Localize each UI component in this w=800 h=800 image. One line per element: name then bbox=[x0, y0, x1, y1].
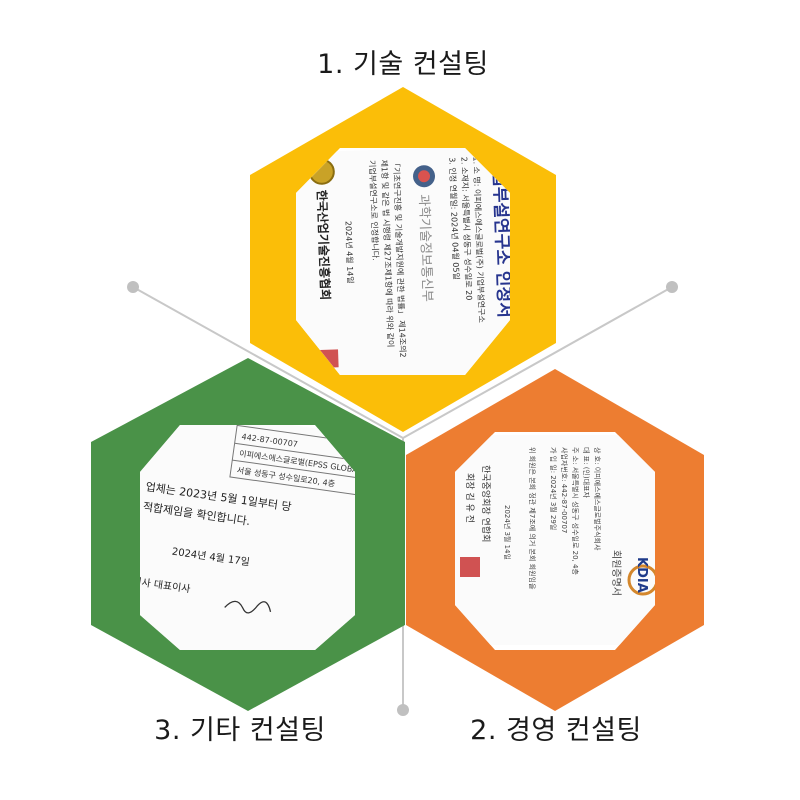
doc1-ministry: 과학기술정보통신부 bbox=[416, 194, 435, 302]
doc1-line: 기업부설연구소로 인정합니다. bbox=[367, 160, 381, 261]
doc2-logo: KDIA bbox=[634, 557, 649, 593]
doc2-line: 대 표: (인)대표자 bbox=[582, 447, 591, 498]
doc2-red-stamp bbox=[460, 557, 480, 577]
doc1-title: 기업부설연구소 인정서 bbox=[488, 155, 514, 318]
connector-line-right bbox=[402, 286, 673, 439]
doc2-logo-globe bbox=[627, 564, 655, 596]
doc2-line: 주 소: 서울특별시 성동구 성수일로 20, 4층 bbox=[571, 447, 580, 575]
doc2-signer: 회장 김 유 전 bbox=[464, 473, 476, 523]
label-other-consulting: 3. 기타 컨설팅 bbox=[154, 715, 326, 746]
doc1-issuer: 한국산업기술진흥협회 bbox=[314, 190, 333, 301]
doc1-date: 2024년 4월 14일 bbox=[344, 221, 356, 284]
doc2-title: 회원증명서 bbox=[610, 550, 622, 596]
label-technical-consulting: 1. 기술 컨설팅 bbox=[317, 49, 489, 80]
doc3-signature bbox=[224, 600, 272, 614]
hexagon-technical: 기업부설연구소 인정서 1. 소 명: 이피에스에스글로벌(주) 기업부설연구소… bbox=[250, 87, 556, 432]
doc2-line: 위 회원은 본회 정관 제7조에 의거 본회 회원임을 bbox=[528, 447, 537, 590]
doc2-issuer: 한국중앙회장 연합회 bbox=[480, 465, 492, 542]
hexagon-management: KDIA 회원증명서 상 호: 이피에스에스글로벌주식회사 대 표: (인)대표… bbox=[406, 369, 704, 711]
hexagon-other: 442-87-00707 이피에스에스글로벌(EPSS GLOBAL) 서울 성… bbox=[91, 358, 405, 711]
connector-dot-right bbox=[666, 281, 678, 293]
certificate-image-other: 442-87-00707 이피에스에스글로벌(EPSS GLOBAL) 서울 성… bbox=[140, 425, 355, 650]
certificate-image-technical: 기업부설연구소 인정서 1. 소 명: 이피에스에스글로벌(주) 기업부설연구소… bbox=[296, 148, 514, 375]
connector-dot-bottom bbox=[397, 704, 409, 716]
doc1-line: 3. 인정 연월일: 2024년 04월 05일 bbox=[447, 157, 461, 280]
certificate-image-management: KDIA 회원증명서 상 호: 이피에스에스글로벌주식회사 대 표: (인)대표… bbox=[455, 435, 655, 645]
doc2-date: 2024년 3월 14일 bbox=[503, 505, 512, 560]
doc2-line: 가 입 일: 2024년 3월 29일 bbox=[549, 447, 558, 530]
doc2-line: 상 호: 이피에스에스글로벌주식회사 bbox=[593, 447, 602, 551]
doc2-line: 사업자번호: 442-87-00707 bbox=[560, 447, 569, 533]
label-management-consulting: 2. 경영 컨설팅 bbox=[470, 715, 642, 746]
connector-line-left bbox=[132, 286, 404, 439]
connector-dot-left bbox=[127, 281, 139, 293]
